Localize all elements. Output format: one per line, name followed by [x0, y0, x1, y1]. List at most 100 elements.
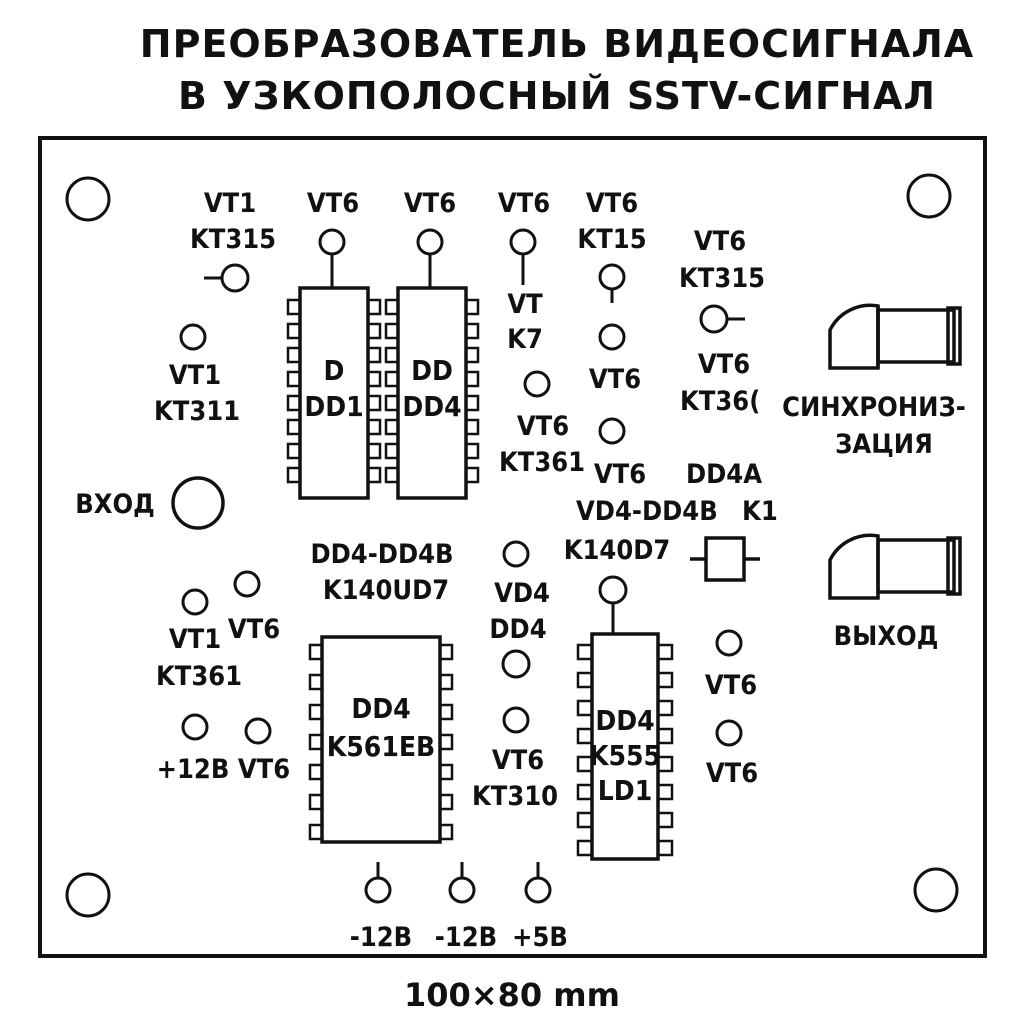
label-vt6-kt36-a: VT6: [698, 349, 750, 380]
pad-kt15-1: [598, 263, 626, 291]
chip-pin: [384, 442, 400, 460]
label-plus12: +12B: [157, 754, 230, 785]
label-vt6-kt310-b: KT310: [472, 781, 558, 812]
label-k140d7: K140D7: [564, 535, 671, 566]
chip-pin: [656, 727, 674, 745]
chip-pin: [308, 703, 324, 721]
chip-pin: [366, 322, 382, 340]
label-vt6-kt315-a: VT6: [694, 226, 746, 257]
mounting-hole-br: [913, 867, 959, 913]
label-vt6-top3: VT6: [498, 188, 550, 219]
chip-pin: [656, 643, 674, 661]
chip-pin: [308, 823, 324, 841]
chip3-label-a: DD4: [351, 692, 410, 725]
small-component: [690, 536, 760, 582]
chip-pin: [308, 793, 324, 811]
chip-pin: [576, 839, 594, 857]
chip-pin: [438, 703, 454, 721]
input-jack: [171, 476, 225, 530]
label-vt1-kt311-b: KT311: [154, 396, 240, 427]
chip-pin: [286, 394, 302, 412]
label-vt1-kt361-b: KT361: [156, 661, 242, 692]
label-vt6-top2: VT6: [404, 188, 456, 219]
chip4-label-b: K555: [589, 739, 661, 772]
chip2-label-b: DD4: [402, 390, 461, 423]
mounting-hole-tr: [906, 173, 952, 219]
chip-pin: [576, 811, 594, 829]
label-vd4-b: DD4: [489, 614, 546, 645]
chip-pin: [464, 394, 480, 412]
pad-kt15-2: [598, 323, 626, 351]
pad-vt1-kt315: [220, 263, 250, 293]
pad-minus12-2: [448, 876, 476, 904]
label-vt6-top4: VT6: [586, 188, 638, 219]
chip-pin: [464, 418, 480, 436]
pad-vt6-mid: [598, 417, 626, 445]
chip-pin: [438, 793, 454, 811]
label-vt1-kt315-b: KT315: [190, 224, 276, 255]
chip-pin: [438, 823, 454, 841]
chip-pin: [308, 673, 324, 691]
chip-pin: [286, 346, 302, 364]
label-vd4-dd4b: VD4-DD4B: [576, 496, 718, 527]
label-vt6-left-mid: VT6: [228, 614, 280, 645]
chip-pin: [438, 763, 454, 781]
label-vt1-kt315-a: VT1: [204, 188, 256, 219]
chip-pin: [366, 466, 382, 484]
chip-pin: [464, 346, 480, 364]
chip-pin: [438, 673, 454, 691]
chip-pin: [576, 671, 594, 689]
label-vt6-kt361-b: KT361: [499, 447, 585, 478]
pad-k140d7: [598, 575, 628, 605]
chip-pin: [576, 783, 594, 801]
pad-plus5: [524, 876, 552, 904]
label-plus5: +5B: [512, 922, 568, 953]
label-vt6-mid2: VT6: [594, 459, 646, 490]
pad-vd4-1: [502, 540, 530, 568]
label-vt6-kt36-b: KT36(: [680, 386, 760, 417]
label-vt6-mid-r: VT6: [589, 364, 641, 395]
chip-pin: [366, 394, 382, 412]
chip-pin: [464, 442, 480, 460]
chip-pin: [384, 298, 400, 316]
label-vyhod: ВЫХОД: [834, 621, 939, 652]
pad-vt6-kt310: [502, 706, 530, 734]
connector-output: [828, 533, 962, 600]
pad-vt1-kt361: [181, 588, 209, 616]
chip-pin: [656, 699, 674, 717]
label-vt6-right-b: VT6: [706, 758, 758, 789]
label-minus12-b: -12B: [435, 922, 497, 953]
pad-plus12: [181, 713, 209, 741]
chip-dd1: [298, 286, 370, 500]
label-vt1-kt311-a: VT1: [169, 360, 221, 391]
chip-pin: [366, 442, 382, 460]
chip-pin: [384, 346, 400, 364]
label-kt15: KT15: [577, 224, 646, 255]
chip-pin: [656, 811, 674, 829]
chip-pin: [384, 370, 400, 388]
pad-vt6-3: [509, 228, 537, 256]
title-line-1: ПРЕОБРАЗОВАТЕЛЬ ВИДЕОСИГНАЛА: [139, 22, 975, 66]
label-k1-trunc: K1: [742, 496, 778, 527]
label-vt6-top1: VT6: [307, 188, 359, 219]
chip-pin: [576, 699, 594, 717]
chip-pin: [464, 298, 480, 316]
label-sync-b: ЗАЦИЯ: [835, 429, 933, 460]
chip-pin: [438, 643, 454, 661]
pad-vt-k7: [523, 370, 551, 398]
chip4-label-c: LD1: [598, 774, 653, 807]
chip-pin: [438, 733, 454, 751]
chip-pin: [308, 643, 324, 661]
chip-pin: [464, 466, 480, 484]
label-vt-k7-b: K7: [507, 324, 543, 355]
board-dimensions: 100×80 mm: [404, 976, 620, 1014]
chip2-label-a: DD: [411, 354, 453, 387]
label-vt6-kt310-a: VT6: [492, 745, 544, 776]
pad-vt6-right-2: [715, 719, 743, 747]
label-vd4-a: VD4: [494, 578, 550, 609]
connector-sync: [828, 303, 962, 370]
label-vt1-kt361-a: VT1: [169, 624, 221, 655]
chip-pin: [308, 733, 324, 751]
mounting-hole-tl: [65, 176, 111, 222]
